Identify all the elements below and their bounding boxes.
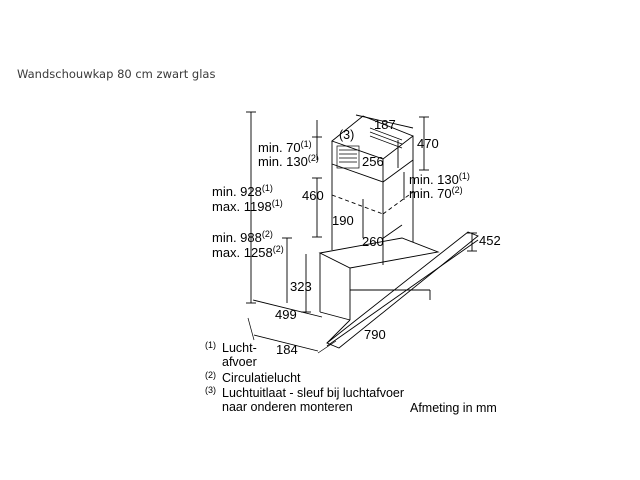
dim-184: 184: [276, 342, 298, 357]
note-max1258: max. 1258(2): [212, 244, 284, 260]
note-min988: min. 988(2): [212, 229, 273, 245]
dim-260: 260: [362, 234, 384, 249]
dim-790: 790: [364, 327, 386, 342]
dimension-lines: [246, 111, 479, 354]
unit-note: Afmeting in mm: [410, 401, 497, 415]
canopy-top: [318, 237, 440, 269]
dim-187: 187: [374, 117, 396, 132]
legend-num-1: (1): [205, 340, 216, 350]
page-title: Wandschouwkap 80 cm zwart glas: [17, 67, 216, 81]
legend-text-3a: Luchtuitlaat - sleuf bij luchtafvoer: [222, 386, 404, 400]
note-min70-top: min. 70(1): [258, 139, 312, 155]
legend-num-2: (2): [205, 370, 216, 380]
legend: (1) Lucht- afvoer (2) Circulatielucht (3…: [205, 340, 497, 415]
note-max1198: max. 1198(1): [212, 198, 283, 214]
legend-text-1b: afvoer: [222, 355, 257, 369]
legend-num-3: (3): [205, 385, 216, 395]
dim-470: 470: [417, 136, 439, 151]
dim-256: 256: [362, 154, 384, 169]
dim-452: 452: [479, 233, 501, 248]
note-min70-right: min. 70(2): [409, 185, 463, 201]
dim-460: 460: [302, 188, 324, 203]
legend-text-3b: naar onderen monteren: [222, 400, 353, 414]
dim-323: 323: [290, 279, 312, 294]
dim-190: 190: [332, 213, 354, 228]
glass-panel: [326, 231, 479, 349]
dim-499: 499: [275, 307, 297, 322]
legend-text-2: Circulatielucht: [222, 371, 301, 385]
callout-3: (3): [339, 128, 354, 142]
legend-text-1a: Lucht-: [222, 341, 257, 355]
note-min130-top: min. 130(2): [258, 153, 319, 169]
outlet-slot: [336, 145, 360, 169]
note-min130-right: min. 130(1): [409, 171, 470, 187]
note-min928: min. 928(1): [212, 183, 273, 199]
installation-notes: min. 70(1) min. 130(2) min. 130(1) min. …: [212, 139, 470, 260]
dimension-labels: 187 470 256 460 190 260 452 323 499 790 …: [275, 117, 501, 357]
outlet-grille: [339, 127, 403, 163]
hood-outline: [318, 115, 479, 349]
